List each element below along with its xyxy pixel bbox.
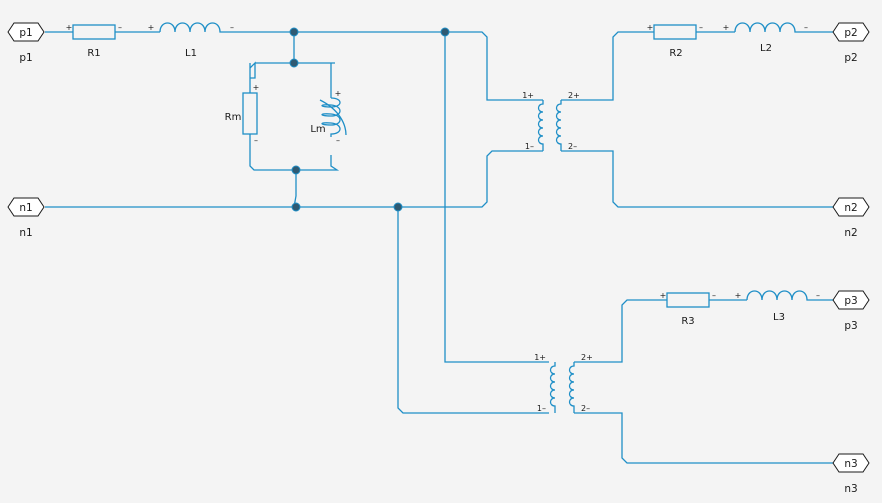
port-n1-shape[interactable] — [7, 197, 45, 217]
inductor-l2[interactable]: + – L2 — [723, 22, 808, 54]
inductor-l3-plus: + — [735, 291, 742, 300]
inductor-l3-coil[interactable] — [746, 290, 809, 301]
inductor-lm-label: Lm — [310, 124, 325, 135]
port-n2[interactable]: n2 n2 — [832, 197, 870, 239]
resistor-rm-minus: – — [254, 136, 258, 145]
port-p2[interactable]: p2 p2 — [832, 22, 870, 64]
port-n2-label: n2 — [844, 202, 857, 214]
transformer-1-secondary-coil[interactable] — [555, 100, 562, 151]
port-n3-label: n3 — [844, 458, 857, 470]
junction-node[interactable] — [291, 165, 301, 175]
resistor-r1[interactable]: + – R1 — [66, 23, 122, 59]
wire-t2-sec-top — [574, 299, 667, 363]
resistor-r2-plus: + — [647, 23, 654, 32]
inductor-l3-minus: – — [816, 291, 820, 300]
transformer-1-s-plus: 2+ — [568, 91, 580, 100]
inductor-lm[interactable]: + – Lm — [310, 89, 347, 145]
inductor-l1-coil[interactable] — [159, 22, 222, 33]
port-n2-shape[interactable] — [832, 197, 870, 217]
transformer-1-primary-coil[interactable] — [537, 100, 544, 151]
wire-bottom-to-t2 — [397, 207, 549, 414]
inductor-l1-plus: + — [148, 23, 155, 32]
inductor-lm-plus: + — [335, 89, 342, 98]
wire-rm-bottom — [249, 134, 340, 171]
resistor-r2-label: R2 — [669, 48, 682, 59]
port-n1-label: n1 — [19, 202, 32, 214]
resistor-rm[interactable]: + – Rm — [225, 83, 260, 145]
transformer-1[interactable]: 1+ 1– 2+ 2– — [522, 91, 580, 151]
port-n3-caption: n3 — [844, 483, 857, 495]
transformer-1-p-plus: 1+ — [522, 91, 534, 100]
port-p3-caption: p3 — [844, 320, 857, 332]
resistor-r1-label: R1 — [87, 48, 100, 59]
inductor-l2-minus: – — [804, 23, 808, 32]
resistor-r3-minus: – — [712, 291, 716, 300]
port-p2-caption: p2 — [844, 52, 857, 64]
inductor-l2-plus: + — [723, 23, 730, 32]
wire-n1-bus — [45, 150, 543, 208]
junction-node[interactable] — [291, 202, 301, 212]
transformer-2[interactable]: 1+ 1– 2+ 2– — [534, 353, 593, 413]
resistor-rm-plus: + — [253, 83, 260, 92]
transformer-2-primary-coil[interactable] — [549, 362, 556, 413]
resistor-r1-minus: – — [118, 23, 122, 32]
port-n2-caption: n2 — [844, 227, 857, 239]
transformer-2-s-minus: 2– — [581, 404, 590, 413]
port-p1[interactable]: p1 p1 — [7, 22, 45, 64]
inductor-lm-coil[interactable] — [321, 97, 341, 137]
resistor-r3-label: R3 — [681, 316, 694, 327]
inductor-l3-label: L3 — [773, 312, 785, 323]
transformer-1-s-minus: 2– — [568, 142, 577, 151]
port-p2-shape[interactable] — [832, 22, 870, 42]
transformer-2-p-plus: 1+ — [534, 353, 546, 362]
transformer-2-s-plus: 2+ — [581, 353, 593, 362]
inductor-l1-label: L1 — [185, 48, 197, 59]
port-n1-caption: n1 — [19, 227, 32, 239]
wire-top-to-t2 — [444, 32, 549, 363]
wire-rm-top — [249, 61, 256, 79]
port-p3-shape[interactable] — [832, 290, 870, 310]
inductor-l2-label: L2 — [760, 43, 772, 54]
port-n3[interactable]: n3 n3 — [832, 453, 870, 495]
port-p3-label: p3 — [844, 295, 857, 307]
junction-node[interactable] — [440, 27, 450, 37]
resistor-rm-body[interactable] — [242, 92, 258, 135]
junctions — [289, 27, 450, 212]
junction-node[interactable] — [289, 27, 299, 37]
transformer-1-p-minus: 1– — [525, 142, 534, 151]
resistor-r1-plus: + — [66, 23, 73, 32]
inductor-lm-core — [319, 99, 347, 136]
inductor-l1[interactable]: + – L1 — [148, 22, 234, 59]
port-p2-label: p2 — [844, 27, 857, 39]
junction-node[interactable] — [393, 202, 403, 212]
resistor-r1-body[interactable] — [72, 24, 116, 40]
port-p1-shape[interactable] — [7, 22, 45, 42]
port-p1-label: p1 — [19, 27, 32, 39]
transformer-2-p-minus: 1– — [537, 404, 546, 413]
wire-shunt-to-bottom — [293, 170, 297, 208]
inductor-lm-minus: – — [336, 136, 340, 145]
resistor-r3-body[interactable] — [666, 292, 710, 308]
wire-t1-sec-bottom — [561, 150, 833, 208]
port-p1-caption: p1 — [19, 52, 32, 64]
inductor-l2-coil[interactable] — [734, 22, 797, 33]
resistor-r2-body[interactable] — [653, 24, 697, 40]
resistor-r3[interactable]: + – R3 — [660, 291, 716, 327]
resistor-r2-minus: – — [699, 23, 703, 32]
wires — [45, 31, 833, 464]
wire-l1-top-bus — [222, 31, 543, 101]
port-n3-shape[interactable] — [832, 453, 870, 473]
inductor-l3[interactable]: + – L3 — [735, 290, 820, 323]
resistor-rm-label: Rm — [225, 112, 242, 123]
port-n1[interactable]: n1 n1 — [7, 197, 45, 239]
resistor-r3-plus: + — [660, 291, 667, 300]
transformer-2-secondary-coil[interactable] — [568, 362, 575, 413]
wire-t1-sec-top — [561, 31, 654, 101]
resistor-r2[interactable]: + – R2 — [647, 23, 703, 59]
junction-node[interactable] — [289, 58, 299, 68]
inductor-l1-minus: – — [230, 23, 234, 32]
port-p3[interactable]: p3 p3 — [832, 290, 870, 332]
wire-t2-sec-bottom — [574, 412, 833, 464]
